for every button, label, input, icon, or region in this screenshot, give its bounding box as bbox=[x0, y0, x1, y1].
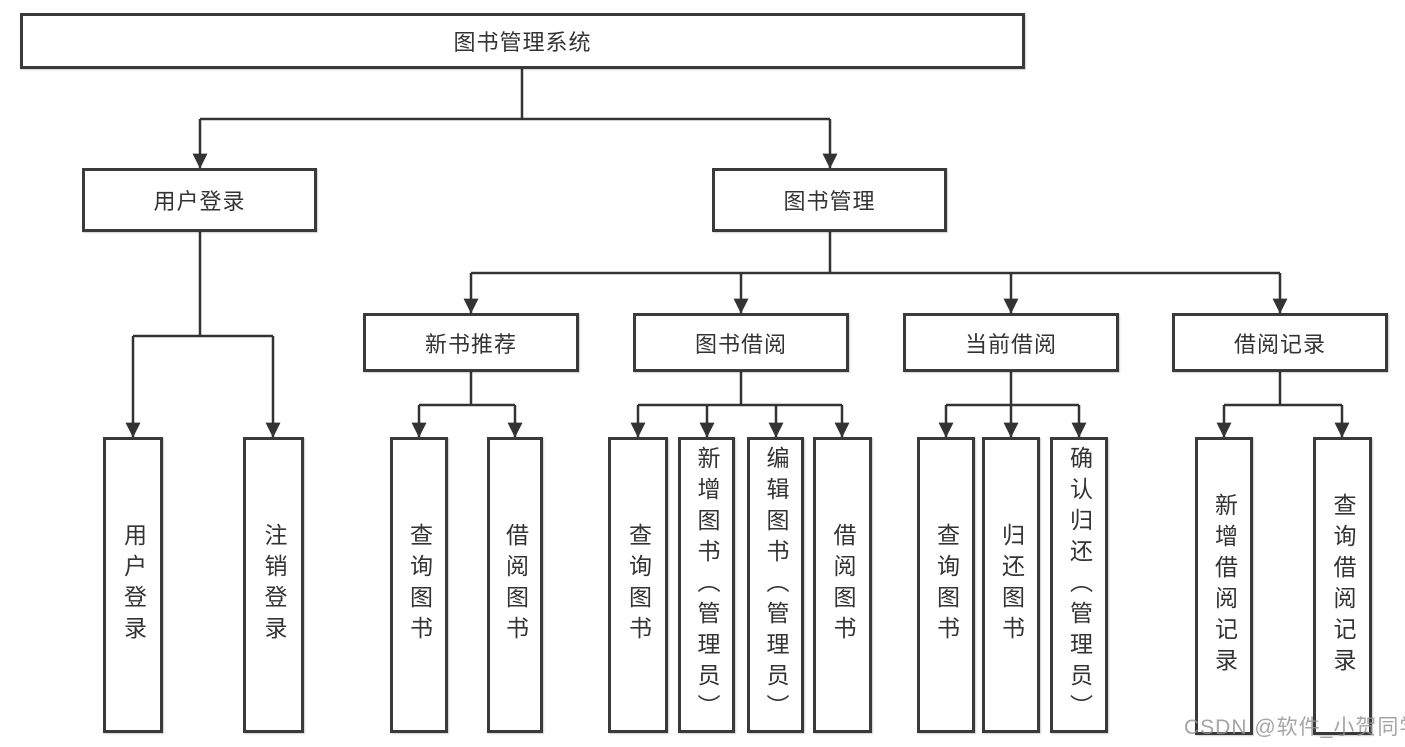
node-label: 新增图书（管理员） bbox=[694, 445, 720, 725]
node-label: 图书管理 bbox=[783, 189, 876, 214]
node-borrowing-records: 借阅记录 bbox=[1172, 313, 1388, 372]
node-label: 借阅记录 bbox=[1233, 331, 1326, 357]
node-leaf-user-login: 用户登录 bbox=[103, 437, 163, 733]
node-label: 查询图书 bbox=[625, 523, 652, 647]
node-label: 用户登录 bbox=[120, 523, 147, 647]
node-label: 借阅图书 bbox=[830, 523, 856, 647]
node-new-book-recommend: 新书推荐 bbox=[363, 313, 579, 372]
node-label: 注销登录 bbox=[261, 523, 287, 647]
watermark: CSDN @软件_小贺同学 bbox=[1184, 716, 1405, 739]
node-label: 借阅图书 bbox=[502, 523, 529, 647]
node-book-borrowing: 图书借阅 bbox=[633, 313, 849, 372]
node-leaf-confirm-return-admin: 确认归还（管理员） bbox=[1050, 437, 1108, 733]
node-label: 当前借阅 bbox=[964, 331, 1057, 357]
node-current-borrowing: 当前借阅 bbox=[903, 313, 1119, 372]
node-label: 查询图书 bbox=[406, 523, 433, 647]
node-label: 图书借阅 bbox=[694, 331, 787, 357]
node-leaf-borrow-books-1: 借阅图书 bbox=[487, 437, 543, 733]
node-label: 查询借阅记录 bbox=[1330, 493, 1356, 679]
node-label: 编辑图书（管理员） bbox=[763, 445, 789, 725]
node-user-login: 用户登录 bbox=[82, 168, 317, 232]
node-label: 用户登录 bbox=[153, 189, 246, 214]
node-leaf-add-books-admin: 新增图书（管理员） bbox=[678, 437, 735, 733]
node-leaf-borrow-books-2: 借阅图书 bbox=[813, 437, 872, 733]
node-label: 确认归还（管理员） bbox=[1066, 445, 1093, 725]
node-leaf-query-borrow-record: 查询借阅记录 bbox=[1313, 437, 1372, 735]
node-leaf-query-books-3: 查询图书 bbox=[917, 437, 975, 733]
node-leaf-edit-books-admin: 编辑图书（管理员） bbox=[747, 437, 804, 733]
node-label: 归还图书 bbox=[998, 523, 1025, 647]
node-leaf-logout: 注销登录 bbox=[243, 437, 304, 733]
node-leaf-query-books-1: 查询图书 bbox=[390, 437, 448, 733]
node-library-management-system: 图书管理系统 bbox=[20, 13, 1025, 69]
node-leaf-query-books-2: 查询图书 bbox=[608, 437, 668, 733]
node-label: 新书推荐 bbox=[424, 331, 517, 357]
node-book-management: 图书管理 bbox=[712, 168, 947, 232]
node-leaf-return-books: 归还图书 bbox=[982, 437, 1040, 733]
node-label: 新增借阅记录 bbox=[1211, 493, 1238, 679]
node-label: 图书管理系统 bbox=[453, 30, 592, 55]
node-leaf-add-borrow-record: 新增借阅记录 bbox=[1195, 437, 1253, 735]
node-label: 查询图书 bbox=[933, 523, 960, 647]
